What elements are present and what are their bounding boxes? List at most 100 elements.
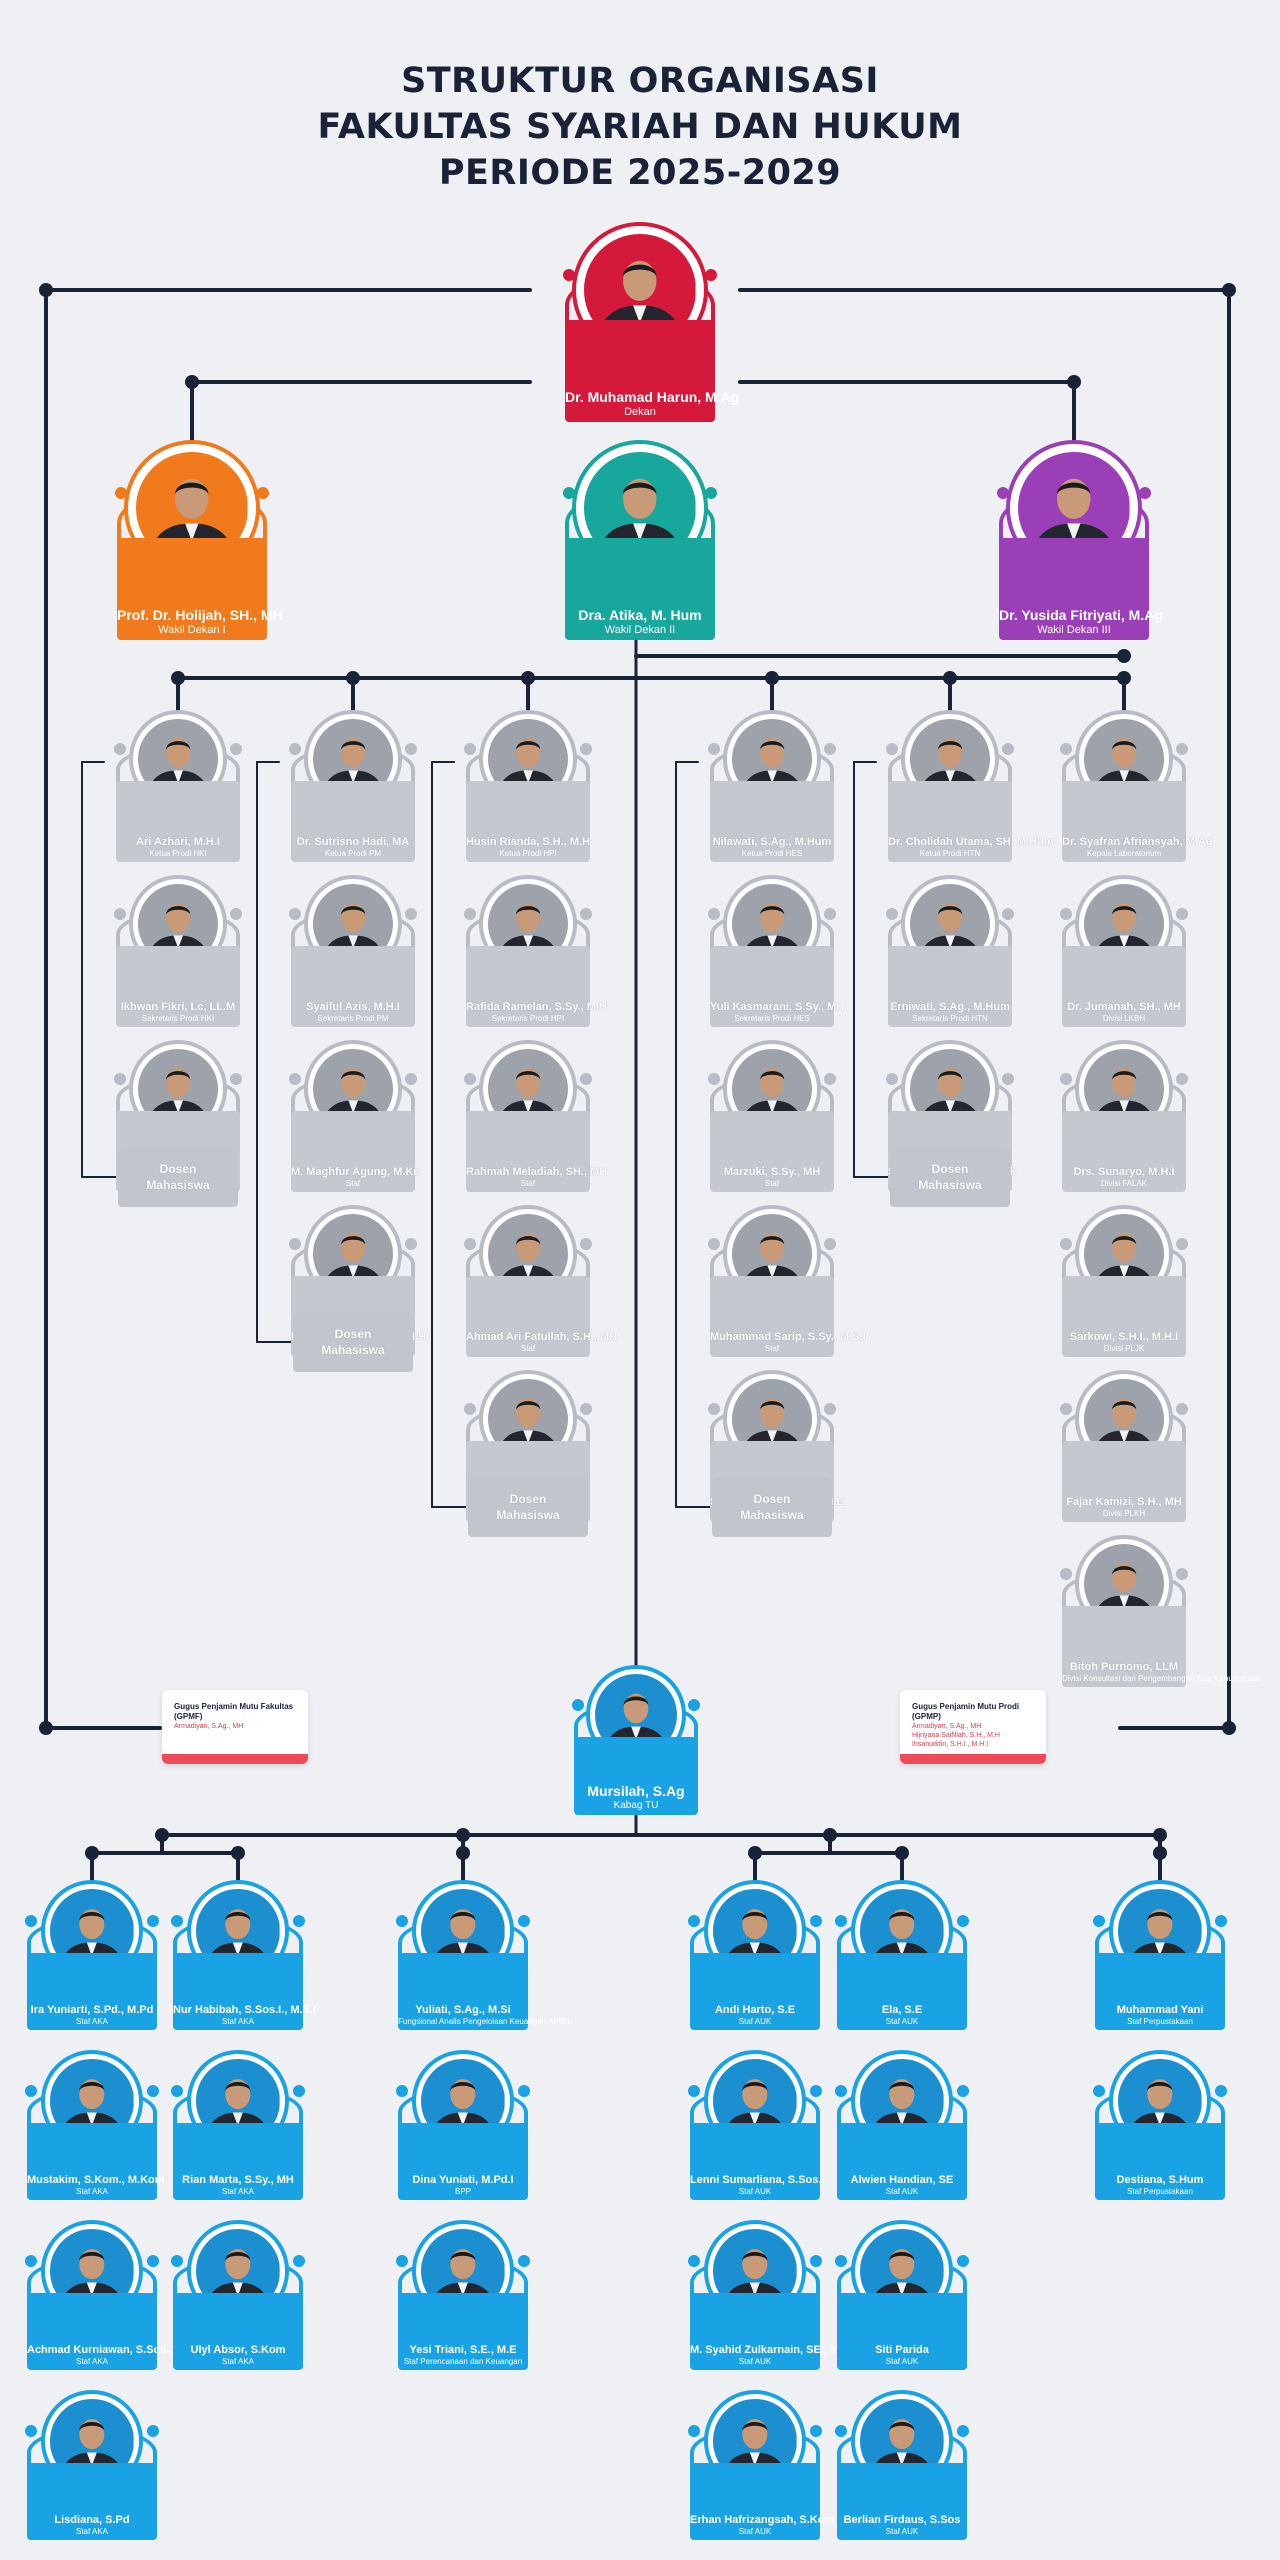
- frame-dot: [997, 486, 1009, 499]
- frame-dot: [580, 1073, 592, 1086]
- gpm-member: Hijriyana Saifillah, S.H., M.H: [912, 1732, 1000, 1739]
- person-name: Dina Yuniati, M.Pd.I: [412, 2173, 514, 2186]
- person-role: Staf AUK: [885, 2356, 919, 2366]
- frame-dot: [230, 908, 242, 921]
- frame-dot: [810, 2424, 822, 2437]
- frame-dot: [810, 1914, 822, 1927]
- mahasiswa-label: Mahasiswa: [321, 1343, 385, 1357]
- frame-dot: [25, 1914, 37, 1927]
- person-role: Staf AUK: [885, 2526, 919, 2536]
- person-role: Ketua Prodi HKI: [149, 848, 207, 858]
- person-name: M. Maghfur Agung, M.Kn: [291, 1165, 421, 1178]
- frame-dot: [957, 2254, 969, 2267]
- frame-dot: [147, 2424, 159, 2437]
- frame-dot: [25, 2084, 37, 2097]
- person-name: Andi Harto, S.E: [714, 2003, 796, 2016]
- person-role: Staf Perpustakaan: [1127, 2186, 1193, 2196]
- frame-dot: [114, 1073, 126, 1086]
- person-name: Dr. Sutrisno Hadi, MA: [296, 835, 410, 848]
- frame-dot: [405, 1073, 417, 1086]
- person-name: Berlian Firdaus, S.Sos: [843, 2513, 961, 2526]
- gpm-title: Gugus Penjamin Mutu Prodi (GPMP): [912, 1702, 1020, 1721]
- frame-dot: [518, 2254, 530, 2267]
- gpm-member: Ihsanuddin, S.H.I., M.H.I: [912, 1741, 989, 1748]
- frame-dot: [708, 908, 720, 921]
- person-role: Divisi PLKH: [1102, 1508, 1146, 1518]
- frame-dot: [1093, 1914, 1105, 1927]
- person-role: Staf AKA: [221, 2356, 255, 2366]
- person-role: Sekretaris Prodi HES: [734, 1013, 810, 1023]
- frame-dot: [810, 2084, 822, 2097]
- person-name: Yuli Kasmarani, S.Sy., MH: [710, 1000, 845, 1013]
- person-role: Staf AUK: [738, 2186, 772, 2196]
- person-name: Yuliati, S.Ag., M.Si: [415, 2003, 511, 2016]
- gpmp-box: Gugus Penjamin Mutu Prodi (GPMP)Armadiya…: [900, 1690, 1046, 1764]
- frame-dot: [835, 2084, 847, 2097]
- dosen-label: Dosen: [159, 1162, 197, 1176]
- dosen-label: Dosen: [334, 1327, 372, 1341]
- frame-dot: [464, 1403, 476, 1416]
- frame-dot: [25, 2424, 37, 2437]
- person-name: Syaiful Azis, M.H.I: [306, 1000, 400, 1013]
